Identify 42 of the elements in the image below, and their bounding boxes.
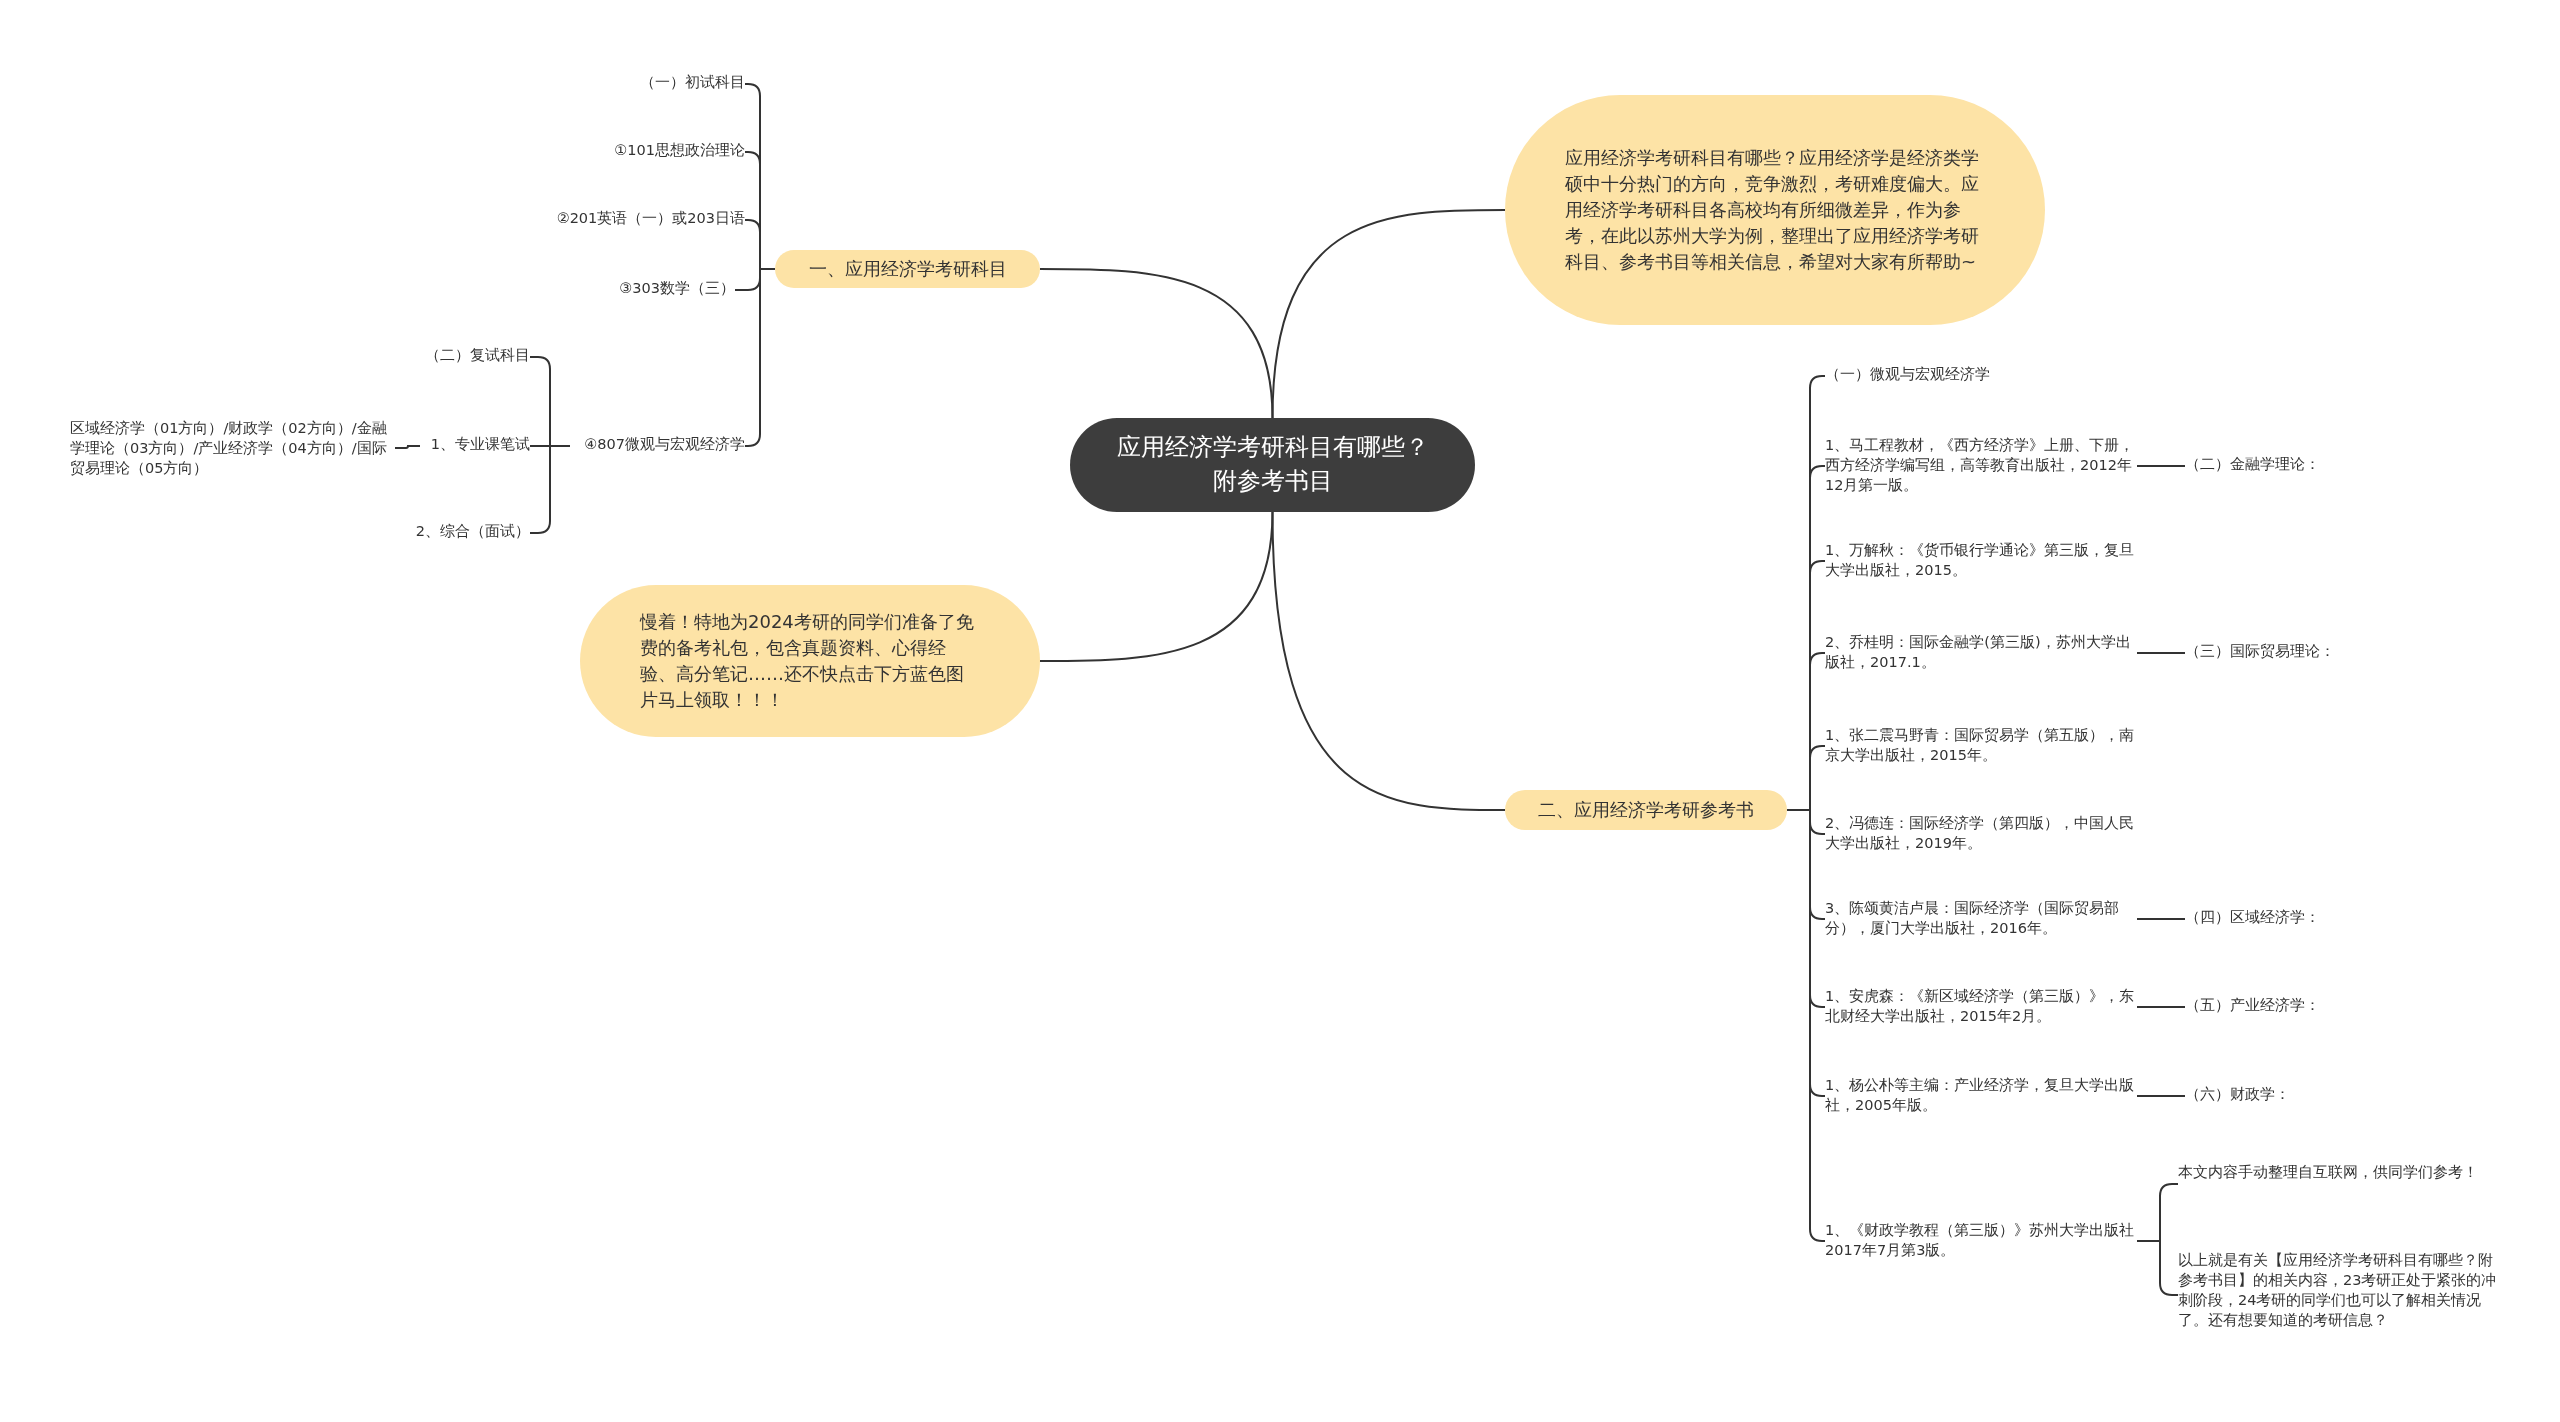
topic-text: 2、冯德连：国际经济学（第四版），中国人民大学出版社，2019年。 xyxy=(1825,813,2137,855)
connector-line xyxy=(1271,511,1506,811)
topic-text: ①101思想政治理论 xyxy=(520,140,745,164)
connector-line xyxy=(2136,1006,2186,1008)
topic-text: 2、综合（面试） xyxy=(360,521,530,545)
topic-text: 1、杨公朴等主编：产业经济学，复旦大学出版社，2005年版。 xyxy=(1825,1075,2137,1117)
connector-line xyxy=(2136,1095,2186,1097)
connector-line xyxy=(394,445,421,449)
topic-text: 1、安虎森：《新区域经济学（第三版）》，东北财经大学出版社，2015年2月。 xyxy=(1825,986,2137,1028)
topic-text: 本文内容手动整理自互联网，供同学们参考！ xyxy=(2178,1162,2498,1206)
topic-text: 3、陈颂黄洁卢晨：国际经济学（国际贸易部分），厦门大学出版社，2016年。 xyxy=(1825,898,2137,940)
connector-line xyxy=(2136,465,2186,467)
topic-text: 区域经济学（01方向）/财政学（02方向）/金融学理论（03方向）/产业经济学（04方向）/国际贸易理论（05方向） xyxy=(70,418,395,478)
topic-text: ④807微观与宏观经济学 xyxy=(570,434,745,458)
topic-text: （一）微观与宏观经济学 xyxy=(1825,364,2135,388)
note-bubble: 应用经济学考研科目有哪些？应用经济学是经济类学硕中十分热门的方向，竞争激烈，考研难度偏大。应用经济学考研科目各高校均有所细微差异，作为参考，在此以苏州大学为例，整理出了应用经济学考研科目、参考书目等相关信息，希望对大家有所帮助~ xyxy=(1505,95,2045,325)
topic-text: 1、《财政学教程（第三版）》苏州大学出版社2017年7月第3版。 xyxy=(1825,1220,2137,1262)
topic-text: （六）财政学： xyxy=(2185,1084,2405,1108)
topic-text: 以上就是有关【应用经济学考研科目有哪些？附参考书目】的相关内容，23考研正处于紧张的冲刺阶段，24考研的同学们也可以了解相关情况了。还有想要知道的考研信息？ xyxy=(2178,1250,2498,1340)
connector-line xyxy=(1271,209,1506,419)
topic-text: （三）国际贸易理论： xyxy=(2185,641,2405,665)
topic-text: 1、马工程教材，《西方经济学》上册、下册，西方经济学编写组，高等教育出版社，2012年12月第一版。 xyxy=(1825,435,2137,497)
topic-text: 1、专业课笔试 xyxy=(420,434,530,458)
connector-line xyxy=(1039,511,1274,662)
branch-topic: 一、应用经济学考研科目 xyxy=(775,250,1040,288)
topic-text: （五）产业经济学： xyxy=(2185,995,2405,1019)
connector-line xyxy=(1039,268,1274,419)
topic-text: ②201英语（一）或203日语 xyxy=(480,208,745,232)
topic-text: （二）复试科目 xyxy=(360,345,530,369)
topic-text: （四）区域经济学： xyxy=(2185,907,2405,931)
connector-line xyxy=(2136,918,2186,920)
topic-text: 1、张二震马野青：国际贸易学（第五版），南京大学出版社，2015年。 xyxy=(1825,725,2137,767)
topic-text: 1、万解秋：《货币银行学通论》第三版，复旦大学出版社，2015。 xyxy=(1825,540,2137,582)
topic-text: （二）金融学理论： xyxy=(2185,454,2405,478)
connector-line xyxy=(744,268,776,447)
note-bubble: 慢着！特地为2024考研的同学们准备了免费的备考礼包，包含真题资料、心得经验、高分笔记……还不快点击下方蓝色图片马上领取！！！ xyxy=(580,585,1040,737)
topic-text: 2、乔桂明：国际金融学(第三版)，苏州大学出版社，2017.1。 xyxy=(1825,632,2137,674)
connector-line xyxy=(2136,652,2186,654)
central-topic: 应用经济学考研科目有哪些？附参考书目 xyxy=(1070,418,1475,512)
branch-topic: 二、应用经济学考研参考书 xyxy=(1505,790,1787,830)
topic-text: ③303数学（三） xyxy=(540,278,735,302)
topic-text: （一）初试科目 xyxy=(540,72,745,96)
